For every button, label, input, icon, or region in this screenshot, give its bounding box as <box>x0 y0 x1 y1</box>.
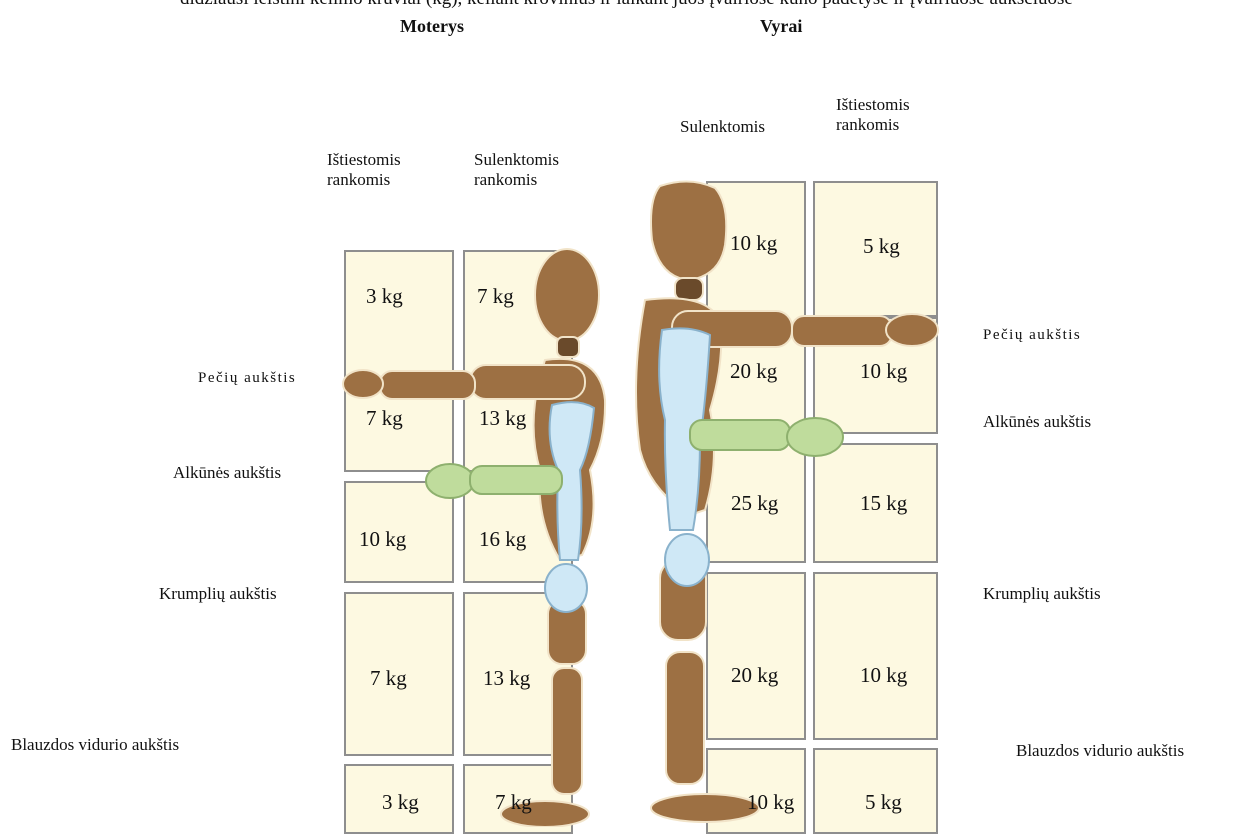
man-forearm-highlight <box>690 420 790 450</box>
level-shin-left: Blauzdos vidurio aukštis <box>11 735 179 755</box>
level-knuckle-left: Krumplių aukštis <box>159 584 277 604</box>
man-forearm <box>792 316 892 346</box>
women-extended-shin-weight: 7 kg <box>370 666 407 691</box>
women-extended-elbow-weight: 7 kg <box>366 406 403 431</box>
women-extended-shoulder-weight: 3 kg <box>366 284 403 309</box>
woman-upper-arm <box>470 365 585 399</box>
men-bent-shoulder-weight: 10 kg <box>730 231 777 256</box>
man-forearm-highlight-hand <box>787 418 843 456</box>
man-shin <box>666 652 704 784</box>
woman-head <box>535 249 599 341</box>
women-bent-knuckle-weight: 16 kg <box>479 527 526 552</box>
men-extended-shoulder-weight: 5 kg <box>863 234 900 259</box>
woman-forearm-highlight <box>470 466 562 494</box>
woman-shin <box>552 668 582 794</box>
men-bent-floor-weight: 10 kg <box>747 790 794 815</box>
woman-hand <box>343 370 383 398</box>
women-extended-knuckle-weight: 10 kg <box>359 527 406 552</box>
level-shoulder-left: Pečių aukštis <box>198 369 296 387</box>
woman-hip-highlight <box>545 564 587 612</box>
women-bent-shoulder-weight: 7 kg <box>477 284 514 309</box>
women-bent-elbow-weight: 13 kg <box>479 406 526 431</box>
man-foot <box>651 794 759 822</box>
man-hip-highlight <box>665 534 709 586</box>
men-bent-elbow-weight: 20 kg <box>730 359 777 384</box>
men-bent-knuckle-weight: 25 kg <box>731 491 778 516</box>
women-bent-floor-weight: 7 kg <box>495 790 532 815</box>
man-neck <box>675 278 703 300</box>
men-extended-floor-weight: 5 kg <box>865 790 902 815</box>
woman-forearm <box>380 371 475 399</box>
level-elbow-left: Alkūnės aukštis <box>173 463 281 483</box>
man-head <box>651 181 726 280</box>
men-extended-elbow-weight: 10 kg <box>860 359 907 384</box>
level-shin-right: Blauzdos vidurio aukštis <box>1016 741 1184 761</box>
level-elbow-right: Alkūnės aukštis <box>983 412 1091 432</box>
men-bent-shin-weight: 20 kg <box>731 663 778 688</box>
man-hand <box>886 314 938 346</box>
level-shoulder-right: Pečių aukštis <box>983 326 1081 344</box>
men-extended-knuckle-weight: 15 kg <box>860 491 907 516</box>
woman-forearm-highlight-hand <box>426 464 474 498</box>
level-knuckle-right: Krumplių aukštis <box>983 584 1101 604</box>
woman-neck <box>557 337 579 357</box>
women-bent-shin-weight: 13 kg <box>483 666 530 691</box>
men-extended-shin-weight: 10 kg <box>860 663 907 688</box>
women-extended-floor-weight: 3 kg <box>382 790 419 815</box>
